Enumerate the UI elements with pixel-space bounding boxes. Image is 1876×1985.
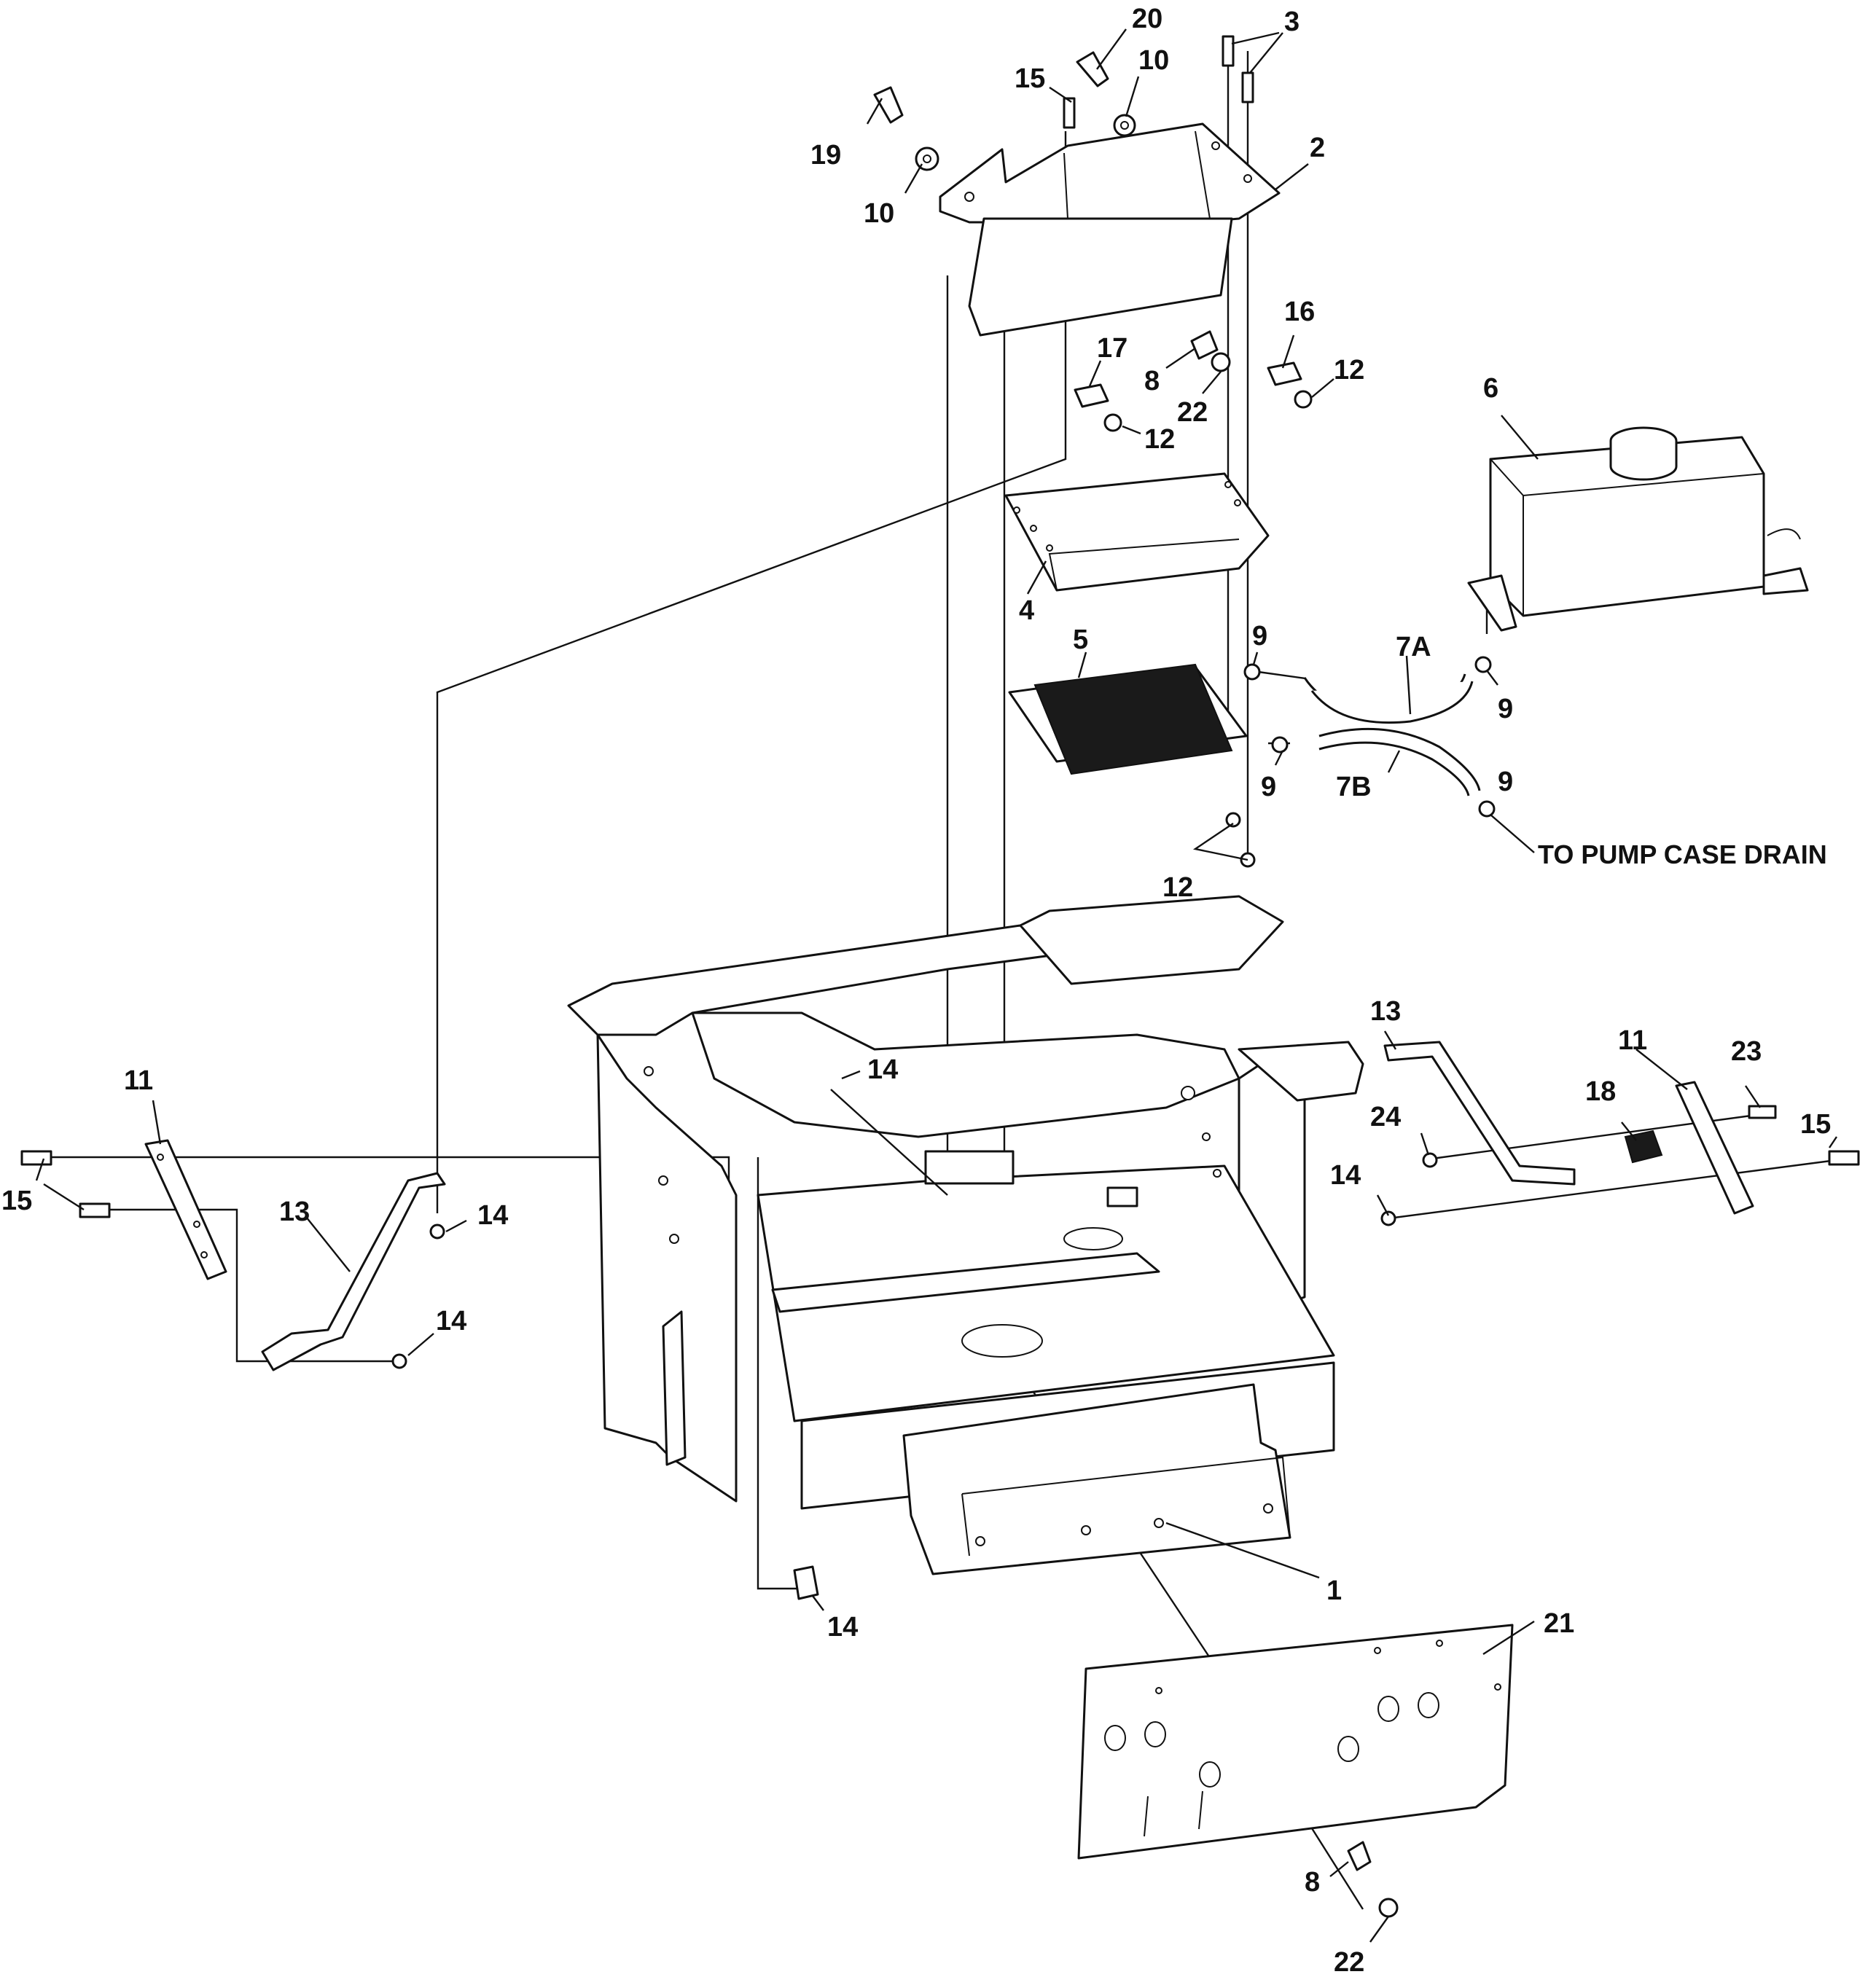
callout-15a: 15 <box>1015 63 1045 94</box>
callout-14a: 14 <box>867 1054 898 1085</box>
part-5-oil-cooler <box>1008 663 1248 775</box>
part-11-13-brackets <box>144 1041 1754 1371</box>
callout-11b: 11 <box>1618 1025 1647 1056</box>
callout-11a: 11 <box>124 1065 153 1096</box>
callout-23: 23 <box>1731 1036 1762 1067</box>
callout-18: 18 <box>1585 1076 1616 1107</box>
callout-leaders <box>35 28 1837 1943</box>
callout-21: 21 <box>1544 1608 1574 1639</box>
callout-10b: 10 <box>864 198 894 229</box>
callout-22b: 22 <box>1334 1947 1364 1978</box>
callout-17: 17 <box>1097 333 1127 364</box>
hoses <box>1303 673 1481 796</box>
callout-9c: 9 <box>1261 772 1276 802</box>
hardware <box>20 35 1860 1918</box>
callout-8b: 8 <box>1305 1867 1320 1898</box>
part-21-panel <box>1077 1624 1514 1860</box>
callout-14c: 14 <box>436 1306 466 1336</box>
callout-24: 24 <box>1370 1102 1401 1132</box>
callout-9a: 9 <box>1252 621 1267 651</box>
callout-labels: 1 2 3 4 5 6 7A 7B 8 8 9 9 9 9 10 10 11 1… <box>1 4 1831 1978</box>
callout-8a: 8 <box>1144 366 1160 396</box>
callout-3: 3 <box>1284 7 1299 37</box>
callout-15c: 15 <box>1800 1109 1831 1140</box>
callout-12a: 12 <box>1334 355 1364 385</box>
callout-16: 16 <box>1284 297 1315 327</box>
part-6-reservoir <box>1467 426 1809 632</box>
callout-15b: 15 <box>1 1186 32 1216</box>
part-1-main-frame <box>567 895 1364 1575</box>
callout-9b: 9 <box>1498 694 1513 724</box>
callout-22a: 22 <box>1177 397 1208 428</box>
callout-9d: 9 <box>1498 767 1513 797</box>
leader-lines <box>44 51 1848 1910</box>
callout-2: 2 <box>1310 133 1325 163</box>
callout-12b: 12 <box>1144 424 1175 455</box>
callout-14e: 14 <box>1330 1160 1361 1191</box>
callout-20: 20 <box>1132 4 1162 34</box>
callout-1: 1 <box>1326 1575 1342 1606</box>
part-2-upper-bracket <box>939 122 1281 337</box>
callout-7a: 7A <box>1396 632 1431 662</box>
callout-12c: 12 <box>1162 872 1193 903</box>
callout-14b: 14 <box>477 1200 508 1231</box>
callout-13a: 13 <box>279 1197 310 1227</box>
callout-6: 6 <box>1483 373 1498 404</box>
callout-5: 5 <box>1073 625 1088 655</box>
pump-case-drain-note: TO PUMP CASE DRAIN <box>1538 839 1827 869</box>
hose-clamps <box>1243 656 1496 818</box>
callout-7b: 7B <box>1336 772 1372 802</box>
callout-14d: 14 <box>827 1612 858 1643</box>
callout-4: 4 <box>1019 595 1034 626</box>
callout-13b: 13 <box>1370 996 1401 1027</box>
part-4-shroud <box>1004 472 1270 592</box>
callout-10a: 10 <box>1138 45 1169 76</box>
callout-19: 19 <box>810 140 841 171</box>
